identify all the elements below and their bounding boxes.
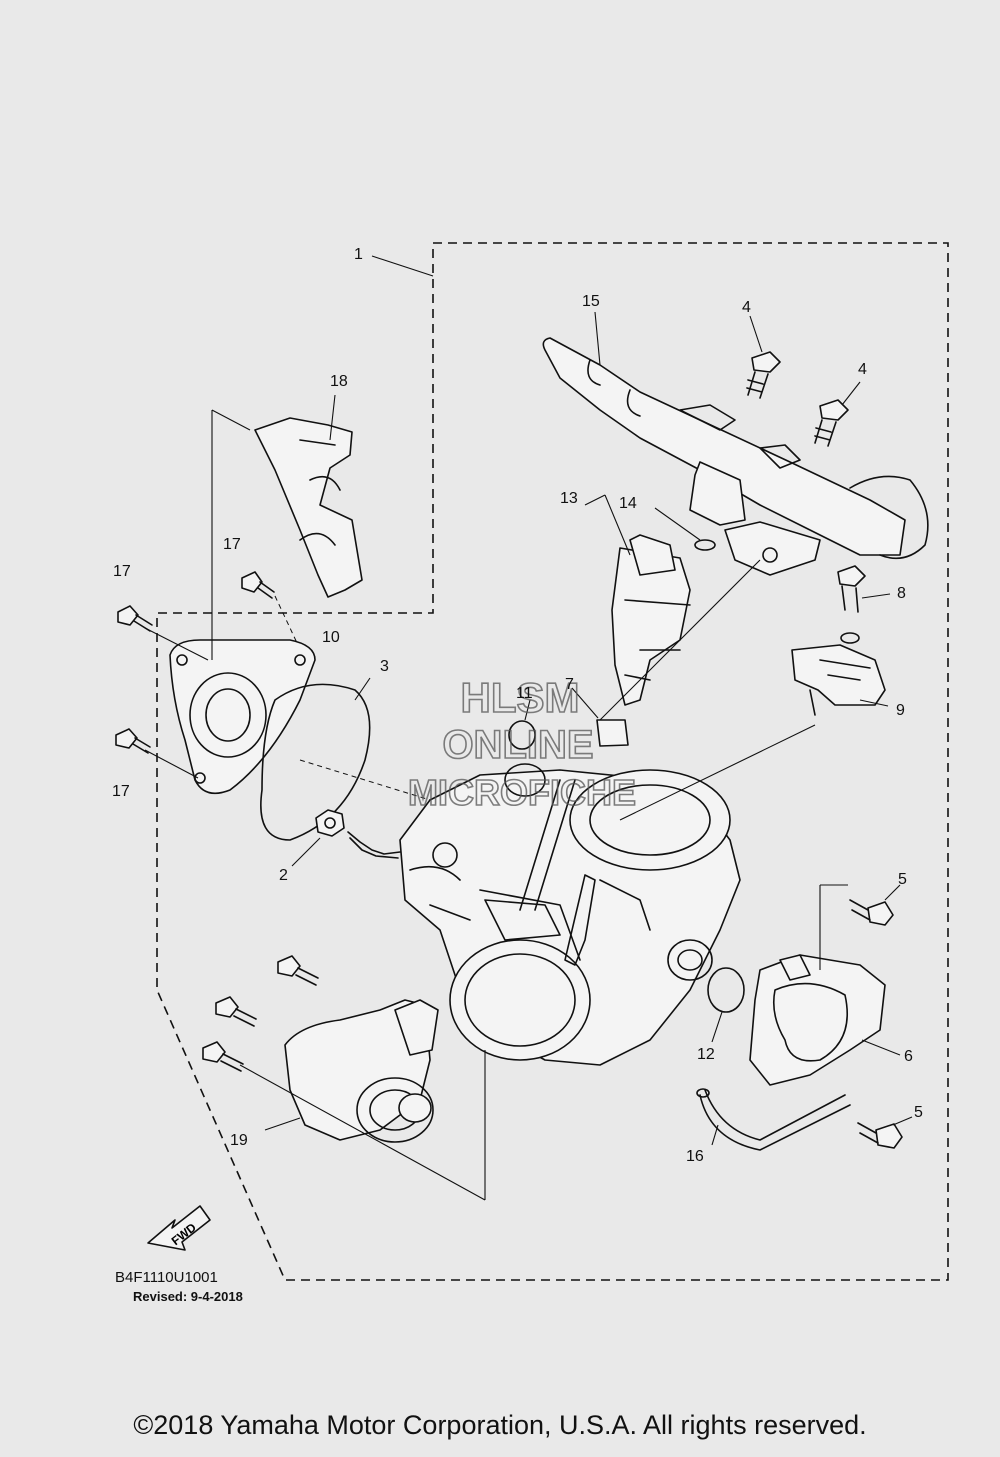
part-15-fuel-rail [542,311,929,576]
callout-19: 19 [230,1132,248,1149]
callout-5b: 5 [914,1104,923,1121]
part-19-valve [264,999,439,1143]
revised-date: Revised: 9-4-2018 [133,1289,243,1304]
callout-9: 9 [896,702,905,719]
callout-4b: 4 [858,361,867,378]
diagram-code: B4F1110U1001 [115,1269,218,1286]
callout-2: 2 [279,867,288,884]
callout-14: 14 [619,495,637,512]
callout-1-leader [371,255,434,277]
part-8-screw [837,565,891,644]
part-17-bolt-b [241,571,306,661]
callout-17a: 17 [113,563,131,580]
callout-17b: 17 [223,536,241,553]
callout-12: 12 [697,1046,715,1063]
part-11-oring [508,699,536,750]
part-5-screw-a [849,884,901,926]
watermark-line-2: ONLINE [442,723,593,767]
part-10-cover [144,627,316,795]
callout-6: 6 [904,1048,913,1065]
part-3-gasket [260,677,431,841]
callout-10: 10 [322,629,340,646]
watermark-line-3: MICROFICHE [408,772,636,813]
part-17-bolt-c [115,728,151,754]
assembly-boundary [156,242,949,1281]
part-18-bracket [211,394,363,598]
part-4-screw-a [746,315,781,399]
leader-lines [211,410,848,1201]
part-16-hose [696,1088,851,1151]
part-17-bolt-a [117,605,153,632]
callout-7: 7 [565,676,574,693]
part-13-injector [584,494,691,706]
hose-spring [347,831,401,859]
watermark-line-1: HLSM [461,674,580,721]
part-4-screw-b [814,381,861,447]
part-9-sensor [791,644,889,716]
part-6-sensor [749,954,901,1086]
part-19-screws [202,955,319,1072]
callout-3: 3 [380,658,389,675]
part-5-screw-b [857,1116,913,1149]
part-2-nut [291,809,345,867]
callout-11: 11 [516,685,533,702]
throttle-body [399,763,741,1066]
callout-1: 1 [354,246,363,263]
watermark: HLSM ONLINE MICROFICHE [407,673,637,814]
callout-16: 16 [686,1148,704,1165]
callout-17c: 17 [112,783,130,800]
part-12-oring [707,967,745,1043]
part-7-collar [571,687,629,747]
callout-4a: 4 [742,299,751,316]
callout-18: 18 [330,373,348,390]
callout-8: 8 [897,585,906,602]
callout-labels: 1 2 3 4 4 5 5 6 7 8 9 10 11 12 13 14 15 … [112,246,923,1165]
copyright-notice: ©2018 Yamaha Motor Corporation, U.S.A. A… [133,1410,867,1440]
callout-13: 13 [560,490,578,507]
fwd-arrow-icon: FWD [147,1205,211,1251]
part-14-oring [654,507,716,551]
callout-15: 15 [582,293,600,310]
callout-5a: 5 [898,871,907,888]
